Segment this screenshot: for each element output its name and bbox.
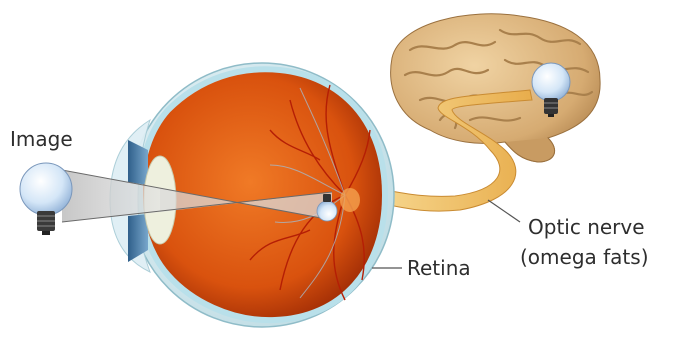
macula (340, 188, 360, 212)
label-retina: Retina (407, 256, 471, 280)
light-bulb-icon (20, 163, 72, 235)
label-optic-nerve: Optic nerve (528, 215, 645, 239)
label-optic-nerve-sub: (omega fats) (520, 245, 649, 269)
label-image: Image (10, 127, 73, 151)
optic-nerve-leader-line (488, 200, 520, 222)
